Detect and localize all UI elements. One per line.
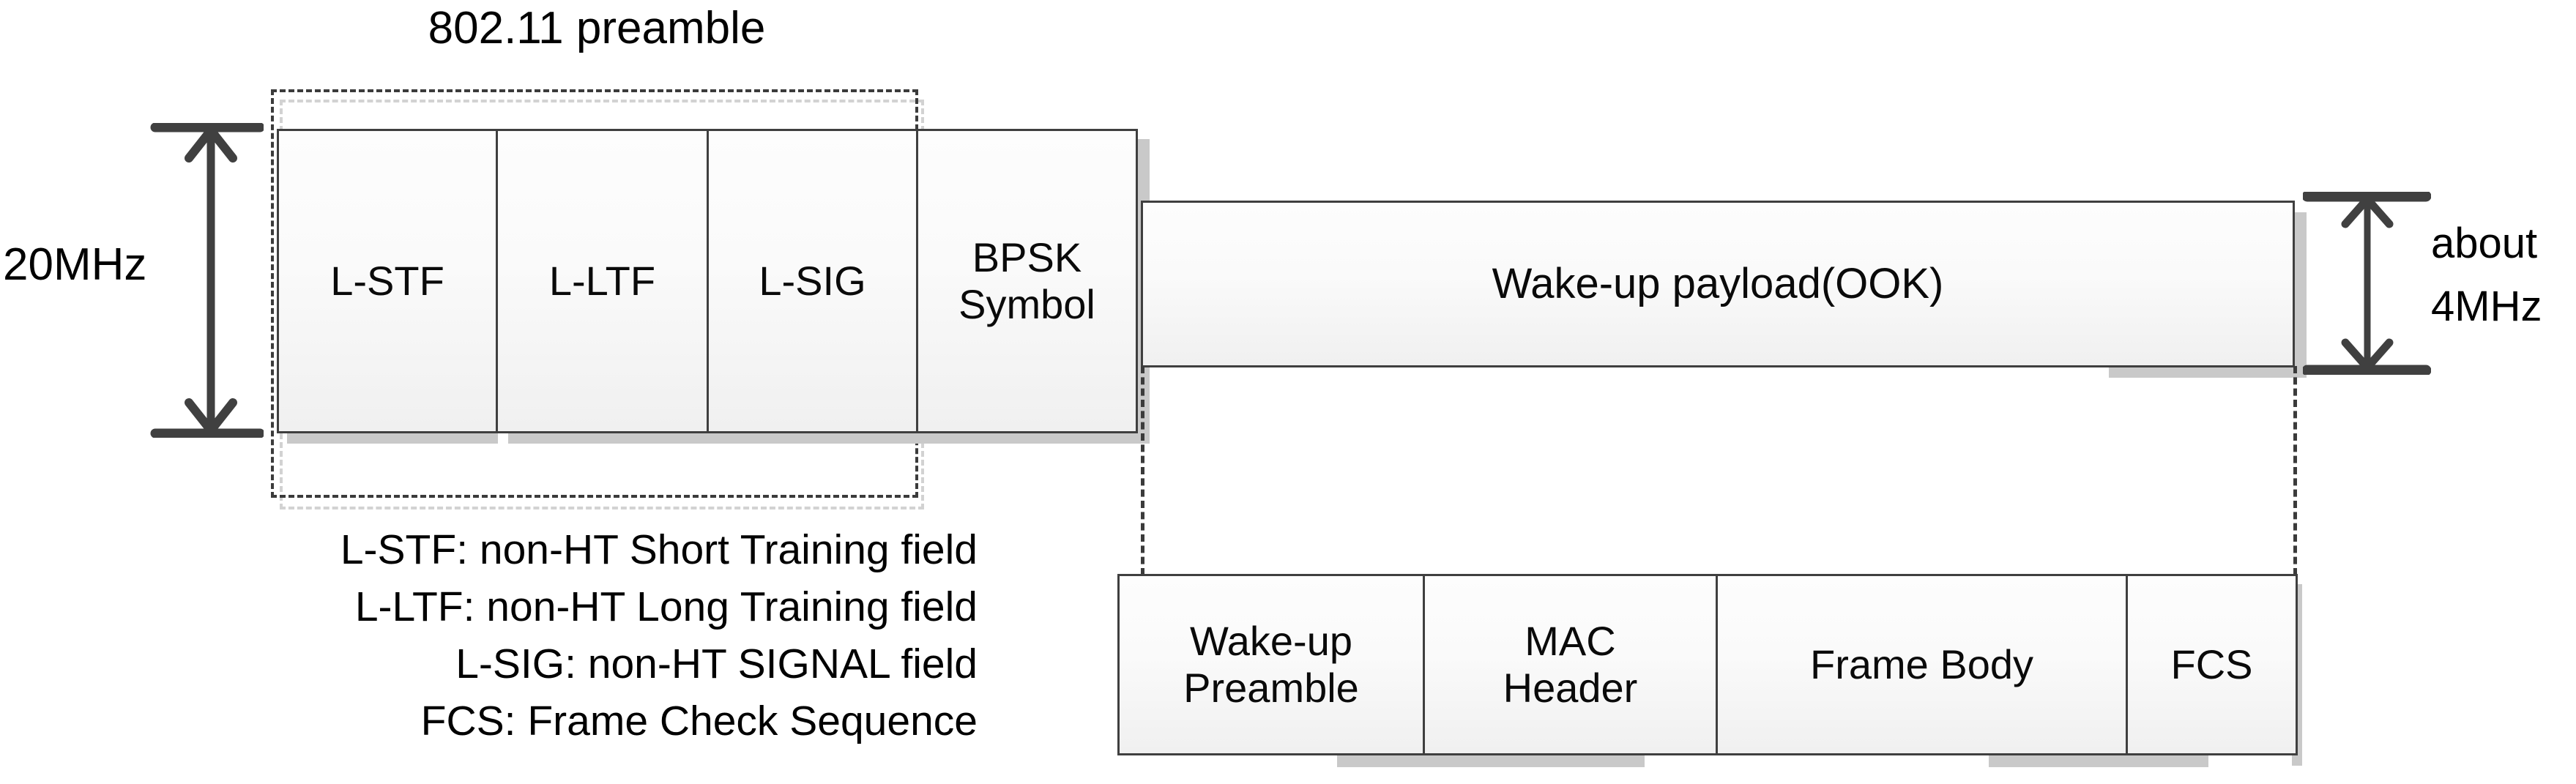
field-label: Frame Body [1810,641,2033,687]
legend-item-fcs: FCS: Frame Check Sequence [420,698,978,744]
box-shadow [1337,755,1645,767]
preamble-field-row: L-STF L-LTF L-SIG BPSK Symbol [277,129,1150,444]
frame-field-frame-body[interactable]: Frame Body [1718,574,2128,755]
frame-field-wakeup-preamble[interactable]: Wake-up Preamble [1117,574,1425,755]
legend-item-l-ltf: L-LTF: non-HT Long Training field [354,583,978,630]
field-label-line1: MAC [1525,618,1616,664]
box-shadow [2109,366,2301,378]
double-arrow-icon [2301,190,2432,376]
wakeup-payload-box[interactable]: Wake-up payload(OOK) [1141,201,2295,367]
box-shadow [927,433,1147,444]
legend-block: L-STF: non-HT Short Training field L-LTF… [88,521,978,750]
bandwidth-label-20mhz: 20MHz [3,239,147,290]
page-title: 802.11 preamble [428,3,766,53]
legend-item-l-sig: L-SIG: non-HT SIGNAL field [455,641,978,687]
field-label-line2: Preamble [1183,665,1359,711]
box-shadow [287,433,498,444]
payload-label: Wake-up payload(OOK) [1492,260,1944,307]
frame-field-fcs[interactable]: FCS [2128,574,2298,755]
box-shadow [1989,755,2208,767]
bandwidth-label-4mhz: about 4MHz [2431,212,2576,338]
field-label: FCS [2170,641,2253,687]
connector-dashed-left [1141,366,1144,575]
bandwidth-label-4mhz-line2: 4MHz [2431,283,2542,330]
wakeup-frame-row: Wake-up Preamble MAC Header Frame Body F… [1117,574,2302,767]
preamble-field-l-sig[interactable]: L-SIG [709,129,918,433]
preamble-field-l-stf[interactable]: L-STF [277,129,498,433]
preamble-field-bpsk-symbol[interactable]: BPSK Symbol [918,129,1138,433]
field-label: L-SIG [759,258,866,304]
double-arrow-icon [150,122,265,438]
legend-item-l-stf: L-STF: non-HT Short Training field [340,526,978,573]
box-shadow [2295,212,2307,378]
box-shadow [508,433,719,444]
field-label-line1: BPSK [972,234,1082,280]
field-label: L-LTF [548,258,656,304]
box-shadow [719,433,927,444]
bandwidth-label-4mhz-line1: about [2431,220,2538,267]
field-label: L-STF [330,258,444,304]
preamble-field-l-ltf[interactable]: L-LTF [498,129,709,433]
connector-dashed-right [2293,366,2297,575]
frame-field-mac-header[interactable]: MAC Header [1425,574,1718,755]
dimension-arrow-20mhz [146,122,265,438]
field-label-line1: Wake-up [1189,618,1352,664]
dimension-arrow-4mhz [2301,190,2432,376]
field-label-line2: Header [1503,665,1638,711]
field-label-line2: Symbol [958,281,1095,327]
